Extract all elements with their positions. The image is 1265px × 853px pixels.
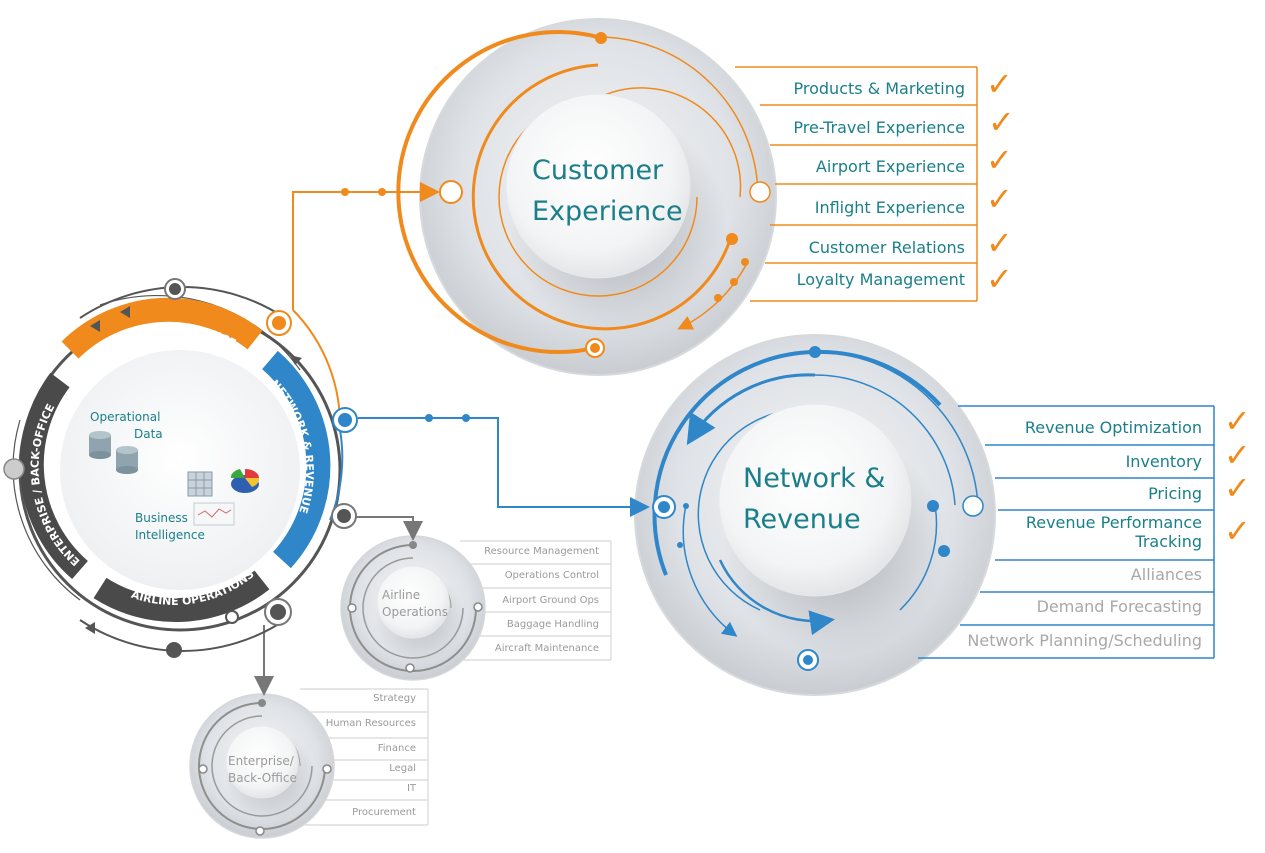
operational-data-label: Operational Data [90,409,163,443]
nr-item-revenue-performance[interactable]: Revenue Performance [1025,513,1202,532]
connector-network-revenue [358,414,650,517]
check-icon: ✓ [986,224,1013,262]
enterprise-title: Enterprise/ Back-Office [228,753,297,787]
nr-item-revenue-optimization[interactable]: Revenue Optimization [1024,418,1202,437]
network-revenue-disc [634,334,996,696]
airline-operations-list-frame [460,540,612,661]
ao-item-baggage-handling[interactable]: Baggage Handling [506,619,599,630]
enterprise-title-line2: Back-Office [228,771,297,785]
connector-airline-operations [356,516,423,541]
operational-data-line2: Data [134,427,163,441]
operational-data-line1: Operational [90,410,161,424]
eb-item-strategy[interactable]: Strategy [373,693,416,704]
eb-item-legal[interactable]: Legal [389,763,416,774]
business-intelligence-line1: Business [135,511,188,525]
nr-item-demand-forecasting[interactable]: Demand Forecasting [1036,597,1202,616]
check-icon: ✓ [986,180,1013,218]
eb-item-procurement[interactable]: Procurement [352,807,416,818]
network-revenue-list-frame [918,405,1215,659]
customer-experience-title: Customer Experience [532,150,683,232]
ao-item-aircraft-maintenance[interactable]: Aircraft Maintenance [494,643,599,654]
ao-item-resource-management[interactable]: Resource Management [484,546,599,557]
check-icon: ✓ [1224,469,1251,507]
check-icon: ✓ [1224,402,1251,440]
customer-experience-title-line1: Customer [532,155,664,186]
check-icon: ✓ [1224,512,1251,550]
ce-item-products-marketing[interactable]: Products & Marketing [793,79,965,98]
airline-operations-title-line1: Airline [382,588,421,602]
eb-item-finance[interactable]: Finance [377,743,416,754]
enterprise-title-line1: Enterprise/ [228,754,294,768]
airline-operations-title-line2: Operations [382,605,448,619]
check-icon: ✓ [986,141,1013,179]
nr-item-pricing[interactable]: Pricing [1148,484,1202,503]
airline-operations-title: Airline Operations [382,587,448,621]
airline-operations-disc [340,535,486,681]
network-revenue-title: Network & Revenue [743,458,885,540]
check-icon: ✓ [986,65,1013,103]
customer-experience-list-frame [735,66,978,302]
check-icon: ✓ [1224,436,1251,474]
ce-item-loyalty-management[interactable]: Loyalty Management [796,270,965,289]
customer-experience-title-line2: Experience [532,196,683,227]
pie-chart-icon [230,469,260,493]
nr-item-alliances[interactable]: Alliances [1130,565,1202,584]
nr-item-inventory[interactable]: Inventory [1125,452,1202,471]
enterprise-list-frame [300,688,429,826]
connector-customer-experience [292,182,440,310]
network-revenue-title-line1: Network & [743,463,886,494]
nr-item-tracking[interactable]: Tracking [1135,532,1202,551]
eb-item-it[interactable]: IT [406,783,416,794]
ce-item-inflight-experience[interactable]: Inflight Experience [814,198,965,217]
ce-item-customer-relations[interactable]: Customer Relations [808,238,965,257]
hub-cycle [3,278,358,658]
check-icon: ✓ [986,260,1013,298]
ce-item-airport-experience[interactable]: Airport Experience [815,157,965,176]
data-cube-icon [187,471,213,497]
eb-item-human-resources[interactable]: Human Resources [325,718,416,729]
business-intelligence-label: Business Intelligence [135,510,205,544]
database-icon [89,431,138,474]
business-intelligence-line2: Intelligence [135,528,205,542]
ao-item-operations-control[interactable]: Operations Control [504,570,599,581]
nr-item-network-planning[interactable]: Network Planning/Scheduling [967,631,1202,650]
report-icon [193,502,235,526]
ao-item-airport-ground-ops[interactable]: Airport Ground Ops [502,595,599,606]
check-icon: ✓ [988,103,1015,141]
network-revenue-title-line2: Revenue [743,504,861,535]
ce-item-pre-travel-experience[interactable]: Pre-Travel Experience [793,118,965,137]
enterprise-disc [189,693,335,839]
